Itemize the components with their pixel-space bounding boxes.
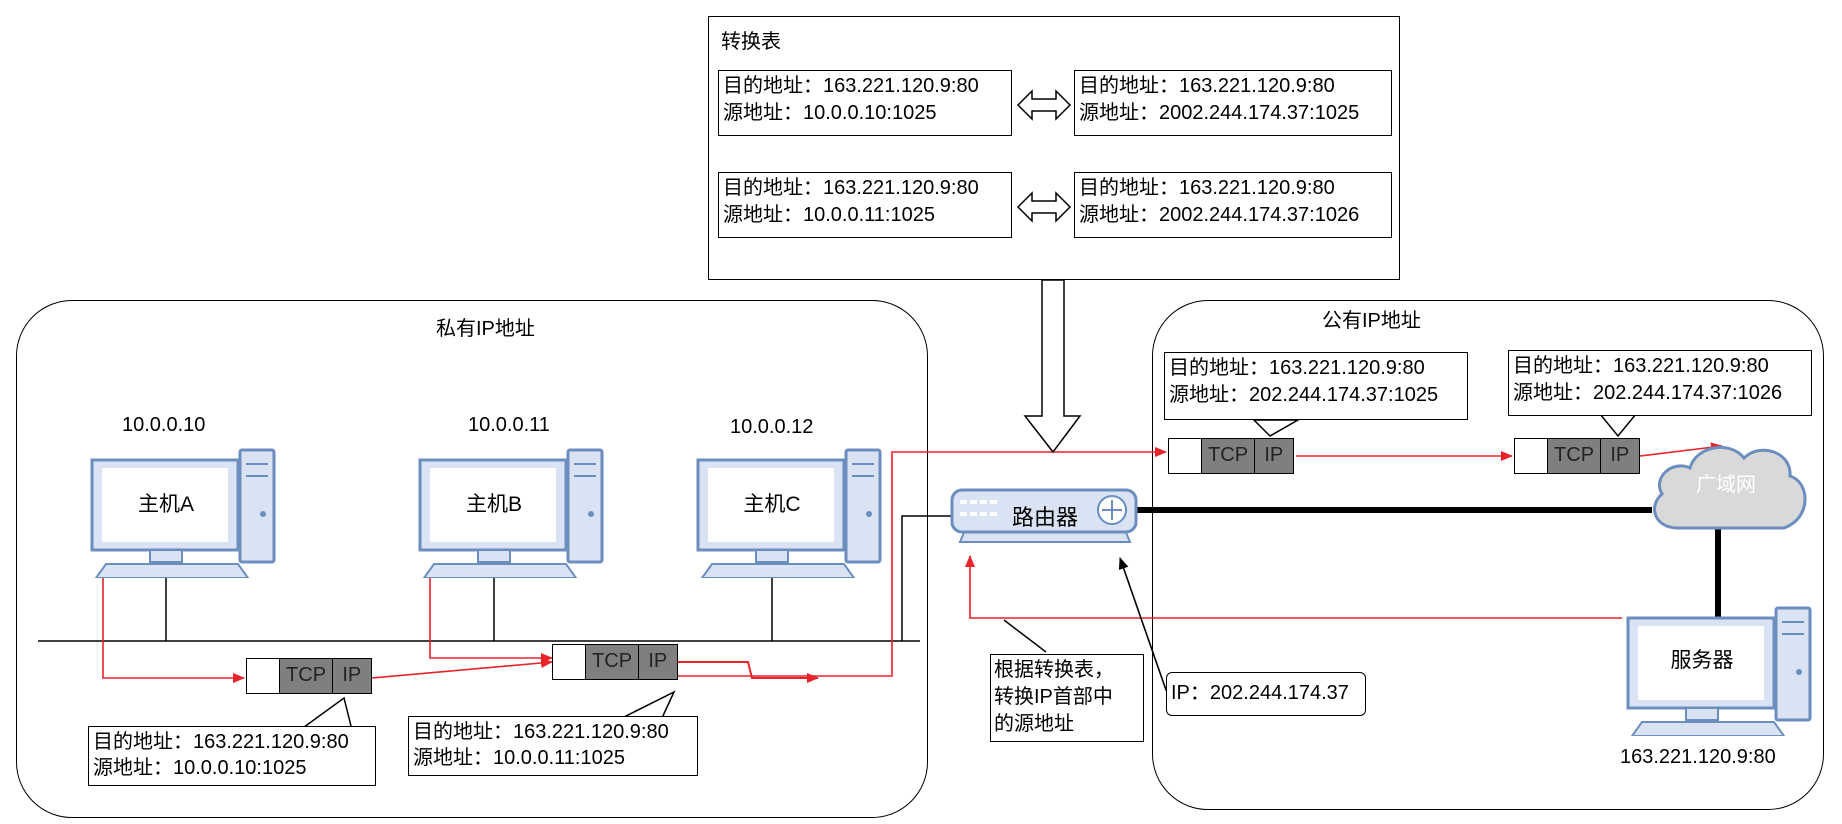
packet-a-dst: 目的地址：163.221.120.9:80 [93, 731, 349, 753]
public-packet-1: TCP IP [1168, 438, 1294, 474]
private-ip-region [16, 300, 928, 818]
desktop-computer-icon [696, 448, 882, 578]
desktop-computer-icon [90, 448, 276, 578]
packet-tcp-header: TCP [1202, 439, 1255, 473]
note-pointer [1003, 619, 1047, 653]
cloud-icon [1653, 446, 1807, 530]
packet-ip-header: IP [1600, 439, 1639, 473]
public-packet2-address-label: 目的地址：163.221.120.9:80 源地址：202.244.174.37… [1508, 350, 1812, 416]
packet-a-address-label: 目的地址：163.221.120.9:80 源地址：10.0.0.10:1025 [88, 726, 376, 786]
host-b-name: 主机B [465, 493, 522, 516]
packet-host-b: TCP IP [552, 644, 678, 680]
nat-row1-left-dst: 目的地址：163.221.120.9:80 [723, 75, 979, 97]
host-a-name: 主机A [137, 493, 194, 516]
router-note-line1: 根据转换表， [994, 659, 1114, 681]
nat-table-panel: 转换表 [708, 16, 1400, 280]
public-region-title: 公有IP地址 [1322, 310, 1421, 332]
packet-tcp-header: TCP [280, 659, 333, 693]
flow-to-router [678, 661, 819, 683]
nat-row2-left-dst: 目的地址：163.221.120.9:80 [723, 177, 979, 199]
packet-ip-header: IP [638, 645, 677, 679]
public-packet1-address-label: 目的地址：163.221.120.9:80 源地址：202.244.174.37… [1164, 352, 1468, 420]
nat-row2-left: 目的地址：163.221.120.9:80 源地址：10.0.0.11:1025 [718, 172, 1012, 238]
packet-tcp-header: TCP [1548, 439, 1601, 473]
router-name: 路由器 [1012, 505, 1079, 530]
nat-row2-right-dst: 目的地址：163.221.120.9:80 [1079, 177, 1335, 199]
packet-payload [1515, 439, 1549, 473]
flow-host-b [429, 578, 553, 663]
packet-ip-header: IP [1254, 439, 1293, 473]
packet-ip-header: IP [332, 659, 371, 693]
wan-label: 广域网 [1696, 474, 1756, 496]
flow-server-return [965, 555, 1622, 619]
nat-row1-left-src: 源地址：10.0.0.10:1025 [723, 102, 937, 124]
public-packet2-src: 源地址：202.244.174.37:1026 [1513, 382, 1783, 404]
nat-table-title: 转换表 [721, 31, 781, 53]
router-ip-label: IP：202.244.174.37 [1166, 672, 1366, 716]
callout-tail-pub2 [1598, 413, 1638, 438]
callout-tail-pub1 [1252, 419, 1301, 437]
public-packet1-src: 源地址：202.244.174.37:1025 [1169, 384, 1439, 406]
nat-row1-right-dst: 目的地址：163.221.120.9:80 [1079, 75, 1335, 97]
nat-row1-right-src: 源地址：2002.244.174.37:1025 [1079, 102, 1360, 124]
packet-payload [247, 659, 281, 693]
desktop-computer-icon [1626, 606, 1812, 736]
callout-tail-b [621, 690, 676, 719]
public-packet-2: TCP IP [1514, 438, 1640, 474]
packet-b-dst: 目的地址：163.221.120.9:80 [413, 721, 669, 743]
host-c-ip: 10.0.0.12 [730, 416, 814, 438]
router-note-line3: 的源地址 [994, 713, 1074, 735]
flow-up-to-public [678, 447, 1167, 677]
host-c-name: 主机C [743, 493, 801, 516]
packet-tcp-header: TCP [586, 645, 639, 679]
packet-a-src: 源地址：10.0.0.10:1025 [93, 757, 307, 779]
nat-row2-right: 目的地址：163.221.120.9:80 源地址：2002.244.174.3… [1074, 172, 1392, 238]
host-a-ip: 10.0.0.10 [122, 414, 206, 436]
double-arrow-icon [1016, 191, 1072, 223]
nat-row2-left-src: 源地址：10.0.0.11:1025 [723, 204, 935, 226]
table-to-router-arrow [1023, 279, 1082, 454]
router-icon [950, 488, 1138, 543]
router-note: 根据转换表， 转换IP首部中 的源地址 [990, 654, 1144, 742]
lan-to-router [901, 515, 954, 641]
flow-pkt2-to-wan [1639, 442, 1723, 457]
packet-payload [553, 645, 587, 679]
host-b-ip: 10.0.0.11 [468, 414, 550, 436]
public-packet2-dst: 目的地址：163.221.120.9:80 [1513, 355, 1769, 377]
flow-a-to-b [371, 657, 553, 679]
router-ip-text: IP：202.244.174.37 [1171, 682, 1349, 704]
public-ip-region [1152, 300, 1824, 810]
server-ip: 163.221.120.9:80 [1620, 746, 1776, 768]
packet-payload [1169, 439, 1203, 473]
nat-row2-right-src: 源地址：2002.244.174.37:1026 [1079, 204, 1360, 226]
nat-row1-left: 目的地址：163.221.120.9:80 源地址：10.0.0.10:1025 [718, 70, 1012, 136]
router-note-line2: 转换IP首部中 [994, 686, 1113, 708]
packet-b-src: 源地址：10.0.0.11:1025 [413, 747, 625, 769]
public-packet1-dst: 目的地址：163.221.120.9:80 [1169, 357, 1425, 379]
packet-host-a: TCP IP [246, 658, 372, 694]
server-name: 服务器 [1670, 649, 1734, 672]
packet-b-address-label: 目的地址：163.221.120.9:80 源地址：10.0.0.11:1025 [408, 716, 698, 776]
flow-host-a [102, 578, 245, 683]
double-arrow-icon [1016, 89, 1072, 121]
private-region-title: 私有IP地址 [436, 318, 535, 340]
desktop-computer-icon [418, 448, 604, 578]
nat-row1-right: 目的地址：163.221.120.9:80 源地址：2002.244.174.3… [1074, 70, 1392, 136]
